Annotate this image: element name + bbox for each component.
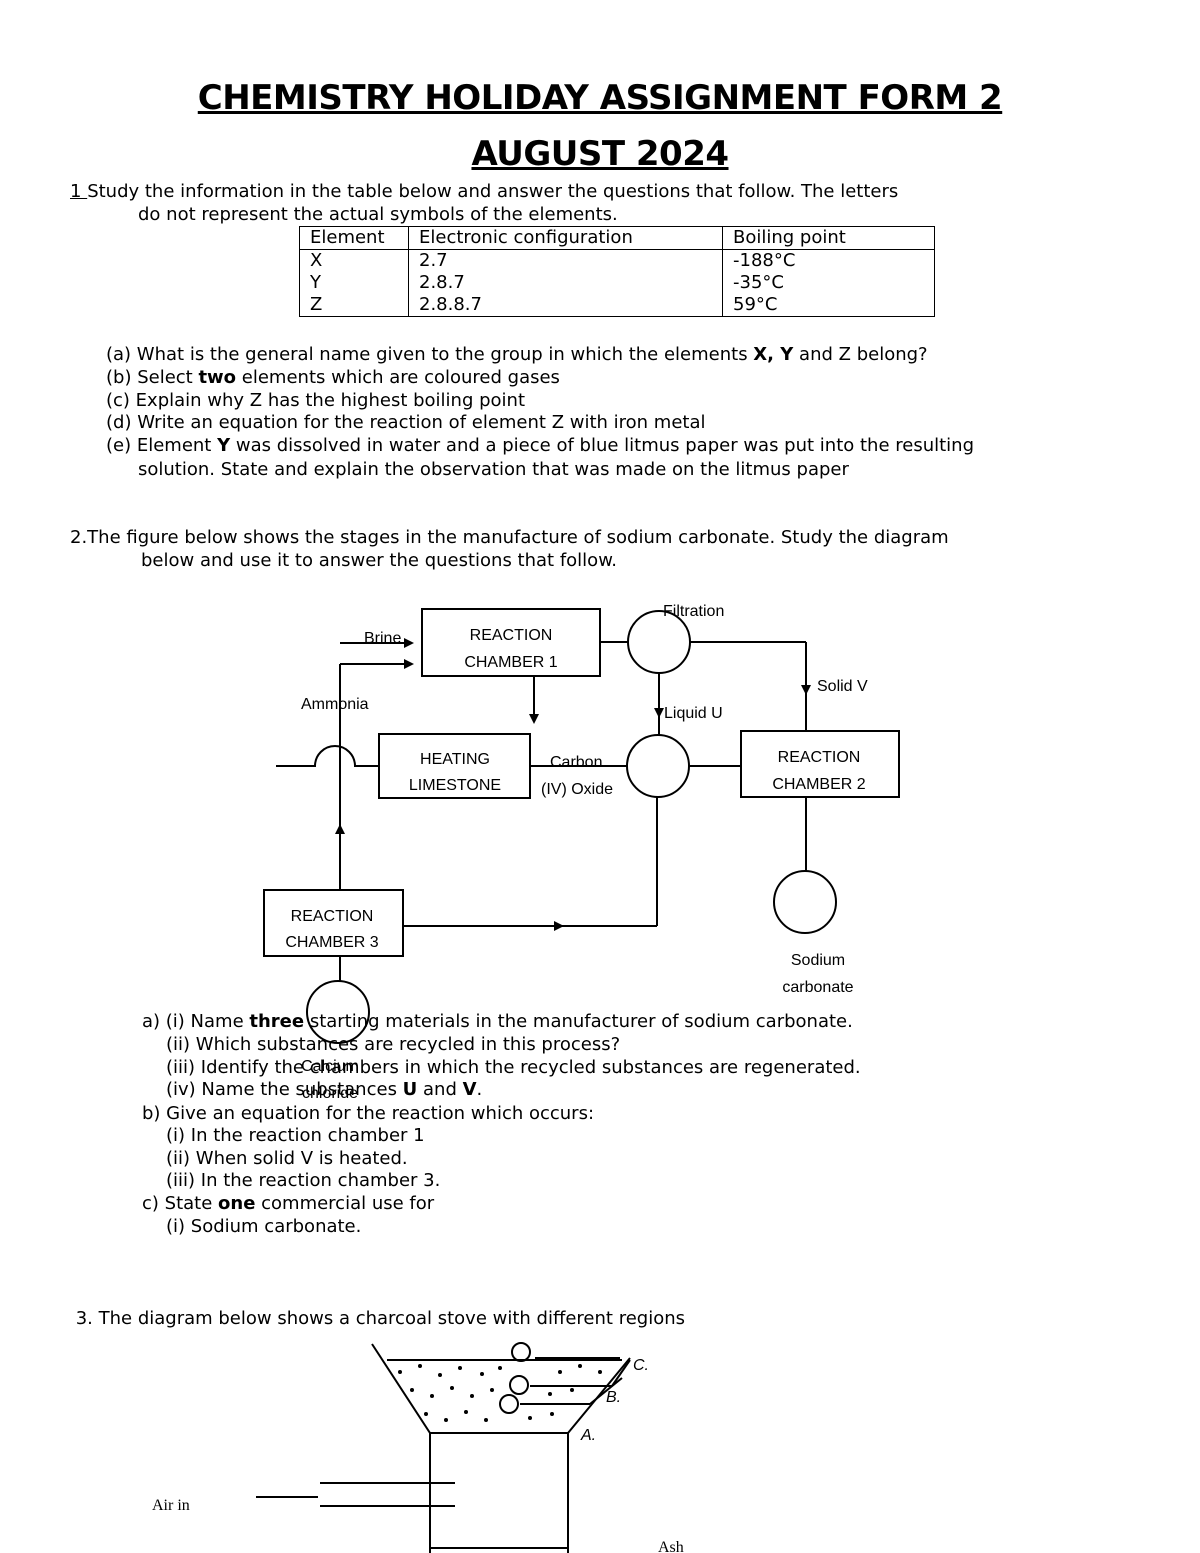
q2-b: b) Give an equation for the reaction whi…	[142, 1103, 595, 1124]
a-pointer-diag	[589, 1377, 623, 1405]
q2-c: c) State one commercial use for	[142, 1193, 434, 1215]
table-header: Electronic configuration	[408, 226, 723, 250]
q2-a-iv-end: .	[476, 1079, 483, 1100]
q3-intro: 3. The diagram below shows a charcoal st…	[70, 1308, 685, 1329]
q1-b-bold: two	[198, 367, 237, 388]
table-row: Z 2.8.8.7 59°C	[299, 294, 935, 317]
q1-b-text: (b) Select	[106, 367, 199, 388]
region-b-circle	[509, 1375, 529, 1395]
q1-d: (d) Write an equation for the reaction o…	[106, 412, 706, 433]
sodium-carbonate-label-1: Sodium	[791, 952, 845, 969]
title-line-2: AUGUST 2024	[471, 134, 729, 174]
label-a: A.	[580, 1427, 596, 1444]
label-b: B.	[606, 1389, 621, 1406]
q2-c-i: (i) Sodium carbonate.	[166, 1216, 362, 1237]
q2-a-iv-u: U	[402, 1079, 418, 1100]
q2-intro-line-2: below and use it to answer the questions…	[141, 550, 617, 571]
q1-intro-line-1: 1 Study the information in the table bel…	[70, 181, 898, 203]
table-cell: 2.7	[408, 249, 723, 272]
q1-e-text: (e) Element	[106, 435, 218, 456]
table-row: Y 2.8.7 -35°C	[299, 272, 935, 294]
table-cell: -35°C	[722, 272, 935, 294]
reaction-chamber-3-box	[263, 889, 404, 957]
q2-a-iv-v: V	[462, 1079, 477, 1100]
q2-b-i: (i) In the reaction chamber 1	[166, 1125, 425, 1146]
q1-e-line-2: solution. State and explain the observat…	[138, 459, 849, 480]
table-header-row: Element Electronic configuration Boiling…	[299, 226, 935, 250]
q2-a-iv-text: (iv) Name the substances	[166, 1079, 403, 1100]
title-line-1: CHEMISTRY HOLIDAY ASSIGNMENT FORM 2	[197, 78, 1003, 118]
q2-c-text: c) State	[142, 1193, 219, 1214]
ammonia-label: Ammonia	[301, 696, 369, 713]
q2-c-text-end: commercial use for	[255, 1193, 435, 1214]
region-c-circle	[511, 1342, 531, 1362]
region-a-circle	[499, 1394, 519, 1414]
co2-label-1: Carbon	[550, 754, 602, 771]
q2-c-bold: one	[218, 1193, 256, 1214]
q1-intro-line-2: do not represent the actual symbols of t…	[138, 204, 618, 225]
q1-b-text-end: elements which are coloured gases	[236, 367, 560, 388]
b-pointer-diag	[611, 1359, 631, 1387]
table-header: Element	[299, 226, 409, 250]
table-cell: 2.8.7	[408, 272, 723, 294]
q2-a-i-text: a) (i) Name	[142, 1011, 250, 1032]
q2-a-iv-mid: and	[417, 1079, 463, 1100]
charcoal-dots	[398, 1364, 602, 1422]
q2-b-iii: (iii) In the reaction chamber 3.	[166, 1170, 441, 1191]
rc1-label-2: CHAMBER 1	[464, 654, 557, 671]
calcium-chloride-label-1: Calcium	[301, 1058, 359, 1075]
reaction-chamber-2-box	[740, 730, 900, 798]
q2-a-i-bold: three	[249, 1011, 305, 1032]
table-cell: 2.8.8.7	[408, 294, 723, 317]
co2-crossing-line	[276, 745, 379, 767]
q2-intro-line-1: 2.The figure below shows the stages in t…	[70, 527, 949, 548]
heating-label-2: LIMESTONE	[409, 777, 501, 794]
q1-e: (e) Element Y was dissolved in water and…	[106, 435, 974, 457]
rc3-label-2: CHAMBER 3	[285, 934, 378, 951]
q1-c: (c) Explain why Z has the highest boilin…	[106, 390, 526, 411]
calcium-chloride-label-2: chloride	[302, 1085, 358, 1102]
q1-a-text-end: and Z belong?	[793, 344, 928, 365]
table-cell: -188°C	[722, 249, 935, 272]
label-c: C.	[633, 1357, 649, 1374]
q1-a-bold: X, Y	[753, 344, 794, 365]
q1-b: (b) Select two elements which are colour…	[106, 367, 560, 389]
table-row: X 2.7 -188°C	[299, 249, 935, 272]
elements-table: Element Electronic configuration Boiling…	[299, 226, 935, 317]
q2-a-i-text-end: starting materials in the manufacturer o…	[304, 1011, 853, 1032]
q2-a-iii: (iii) Identify the chambers in which the…	[166, 1057, 861, 1078]
calcium-chloride-circle	[306, 980, 370, 1044]
filtration-label: Filtration	[663, 603, 724, 620]
q2-a-ii: (ii) Which substances are recycled in th…	[166, 1034, 621, 1055]
solid-v-label: Solid V	[817, 678, 868, 695]
q1-a-text: (a) What is the general name given to th…	[106, 344, 754, 365]
air-in-label: Air in	[152, 1497, 190, 1514]
q2-b-ii: (ii) When solid V is heated.	[166, 1148, 408, 1169]
rc1-label-1: REACTION	[470, 627, 553, 644]
sodium-carbonate-label-2: carbonate	[782, 979, 853, 996]
q1-e-bold: Y	[217, 435, 231, 456]
q1-a: (a) What is the general name given to th…	[106, 344, 928, 366]
q2-a-iv: (iv) Name the substances U and V.	[166, 1079, 482, 1101]
rc2-label-2: CHAMBER 2	[772, 776, 865, 793]
q2-a-i: a) (i) Name three starting materials in …	[142, 1011, 853, 1033]
heating-limestone-box	[378, 733, 531, 799]
heating-label-1: HEATING	[420, 751, 490, 768]
table-cell: X	[299, 249, 409, 272]
co2-label-2: (IV) Oxide	[541, 781, 613, 798]
table-cell: 59°C	[722, 294, 935, 317]
q1-number: 1	[70, 181, 88, 202]
rc2-label-1: REACTION	[778, 749, 861, 766]
ash-label: Ash	[658, 1539, 684, 1553]
brine-label: Brine	[364, 630, 401, 647]
rc3-label-1: REACTION	[291, 908, 374, 925]
q1-intro-text: Study the information in the table below…	[87, 181, 899, 202]
q1-e-text-end: was dissolved in water and a piece of bl…	[230, 435, 975, 456]
liquid-u-label: Liquid U	[664, 705, 723, 722]
reaction-chamber-1-box	[421, 608, 601, 677]
table-header: Boiling point	[722, 226, 935, 250]
